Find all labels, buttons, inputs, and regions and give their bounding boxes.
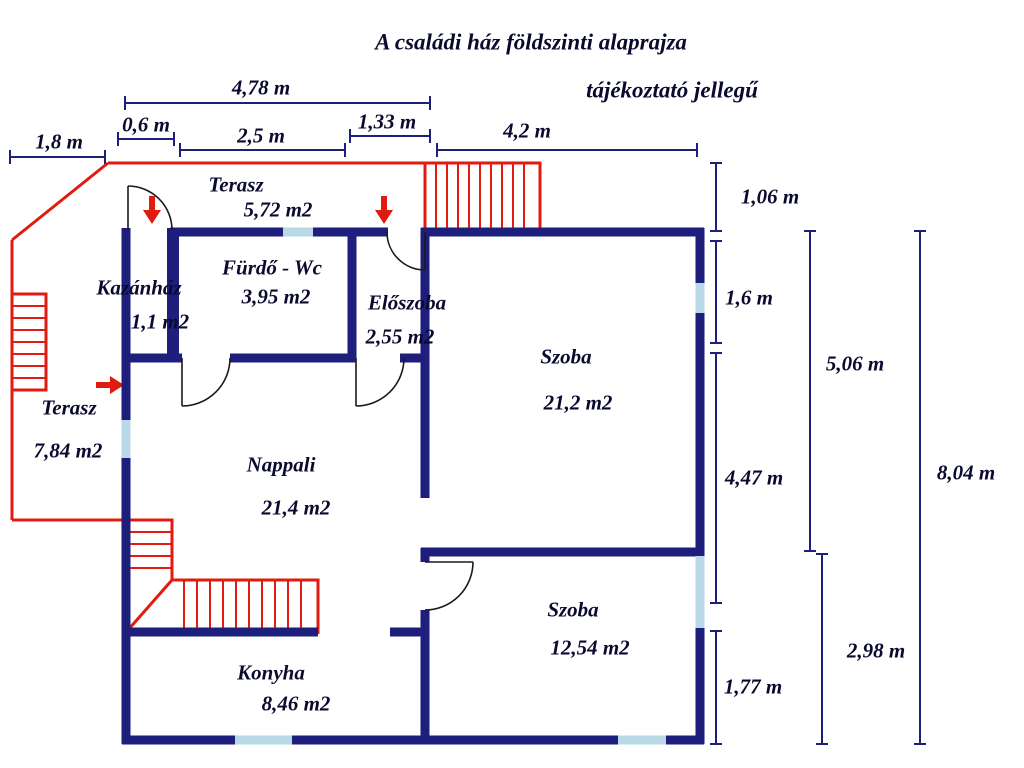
page-subtitle: tájékoztató jellegű	[586, 77, 758, 103]
room-label-kazanhaz: Kazánház	[96, 275, 182, 300]
room-label-szoba-kis: Szoba	[547, 597, 599, 622]
dim-top-b: 2,5 m	[237, 123, 285, 148]
room-area-szoba-kis: 12,54 m2	[550, 635, 630, 660]
room-label-eloszoba: Előszoba	[367, 290, 447, 315]
door-arc-szoba-kis	[424, 561, 474, 611]
dim-top-total: 4,78 m	[231, 75, 291, 100]
room-label-konyha: Konyha	[237, 660, 305, 685]
dim-right-a: 1,06 m	[740, 184, 800, 209]
room-area-szoba-nagy: 21,2 m2	[543, 390, 613, 415]
entrance-arrow-down-icon	[143, 196, 161, 224]
door-arc-eloszoba-entrance	[386, 231, 426, 271]
door-arc-furdo	[181, 357, 231, 407]
room-label-terasz-felso: Terasz	[208, 172, 264, 197]
dim-right-e: 2,98 m	[846, 638, 906, 663]
entrance-arrows	[96, 196, 393, 394]
dim-right-b: 1,6 m	[725, 285, 773, 310]
room-label-nappali: Nappali	[246, 452, 316, 477]
dim-top-a: 0,6 m	[122, 112, 170, 137]
interior-staircase	[126, 518, 320, 634]
terrace-outline	[10, 161, 425, 522]
page-title: A családi ház földszinti alaprajza	[375, 29, 687, 55]
dim-right-d: 4,47 m	[724, 465, 784, 490]
room-area-eloszoba: 2,55 m2	[365, 324, 435, 349]
room-label-szoba-nagy: Szoba	[540, 344, 592, 369]
entrance-arrow-right-icon	[96, 376, 124, 394]
dim-right-total: 8,04 m	[936, 460, 996, 485]
room-area-furdo: 3,95 m2	[241, 284, 311, 309]
windows	[121, 227, 705, 745]
room-label-furdo: Fürdő - Wc	[222, 255, 322, 280]
room-area-kazanhaz: 1,1 m2	[130, 309, 190, 334]
entrance-arrow-down-icon	[375, 196, 393, 224]
exterior-stairs-top	[423, 161, 542, 231]
dim-top-c: 1,33 m	[357, 109, 417, 134]
exterior-stairs-left	[10, 292, 48, 392]
dim-right-f: 1,77 m	[723, 674, 783, 699]
door-arc-kazanhaz	[127, 185, 173, 231]
room-area-nappali: 21,4 m2	[261, 495, 331, 520]
room-area-terasz-oldalso: 7,84 m2	[33, 438, 103, 463]
room-area-konyha: 8,46 m2	[261, 691, 331, 716]
walls	[121, 227, 705, 745]
door-arcs	[127, 185, 474, 611]
dimension-lines	[9, 96, 926, 745]
room-label-terasz-oldalso: Terasz	[41, 395, 97, 420]
dim-left: 1,8 m	[35, 129, 83, 154]
dim-right-c: 5,06 m	[825, 351, 885, 376]
door-arc-eloszoba-nappali	[355, 357, 405, 407]
dim-top-right: 4,2 m	[503, 118, 551, 143]
room-area-terasz-felso: 5,72 m2	[243, 197, 313, 222]
